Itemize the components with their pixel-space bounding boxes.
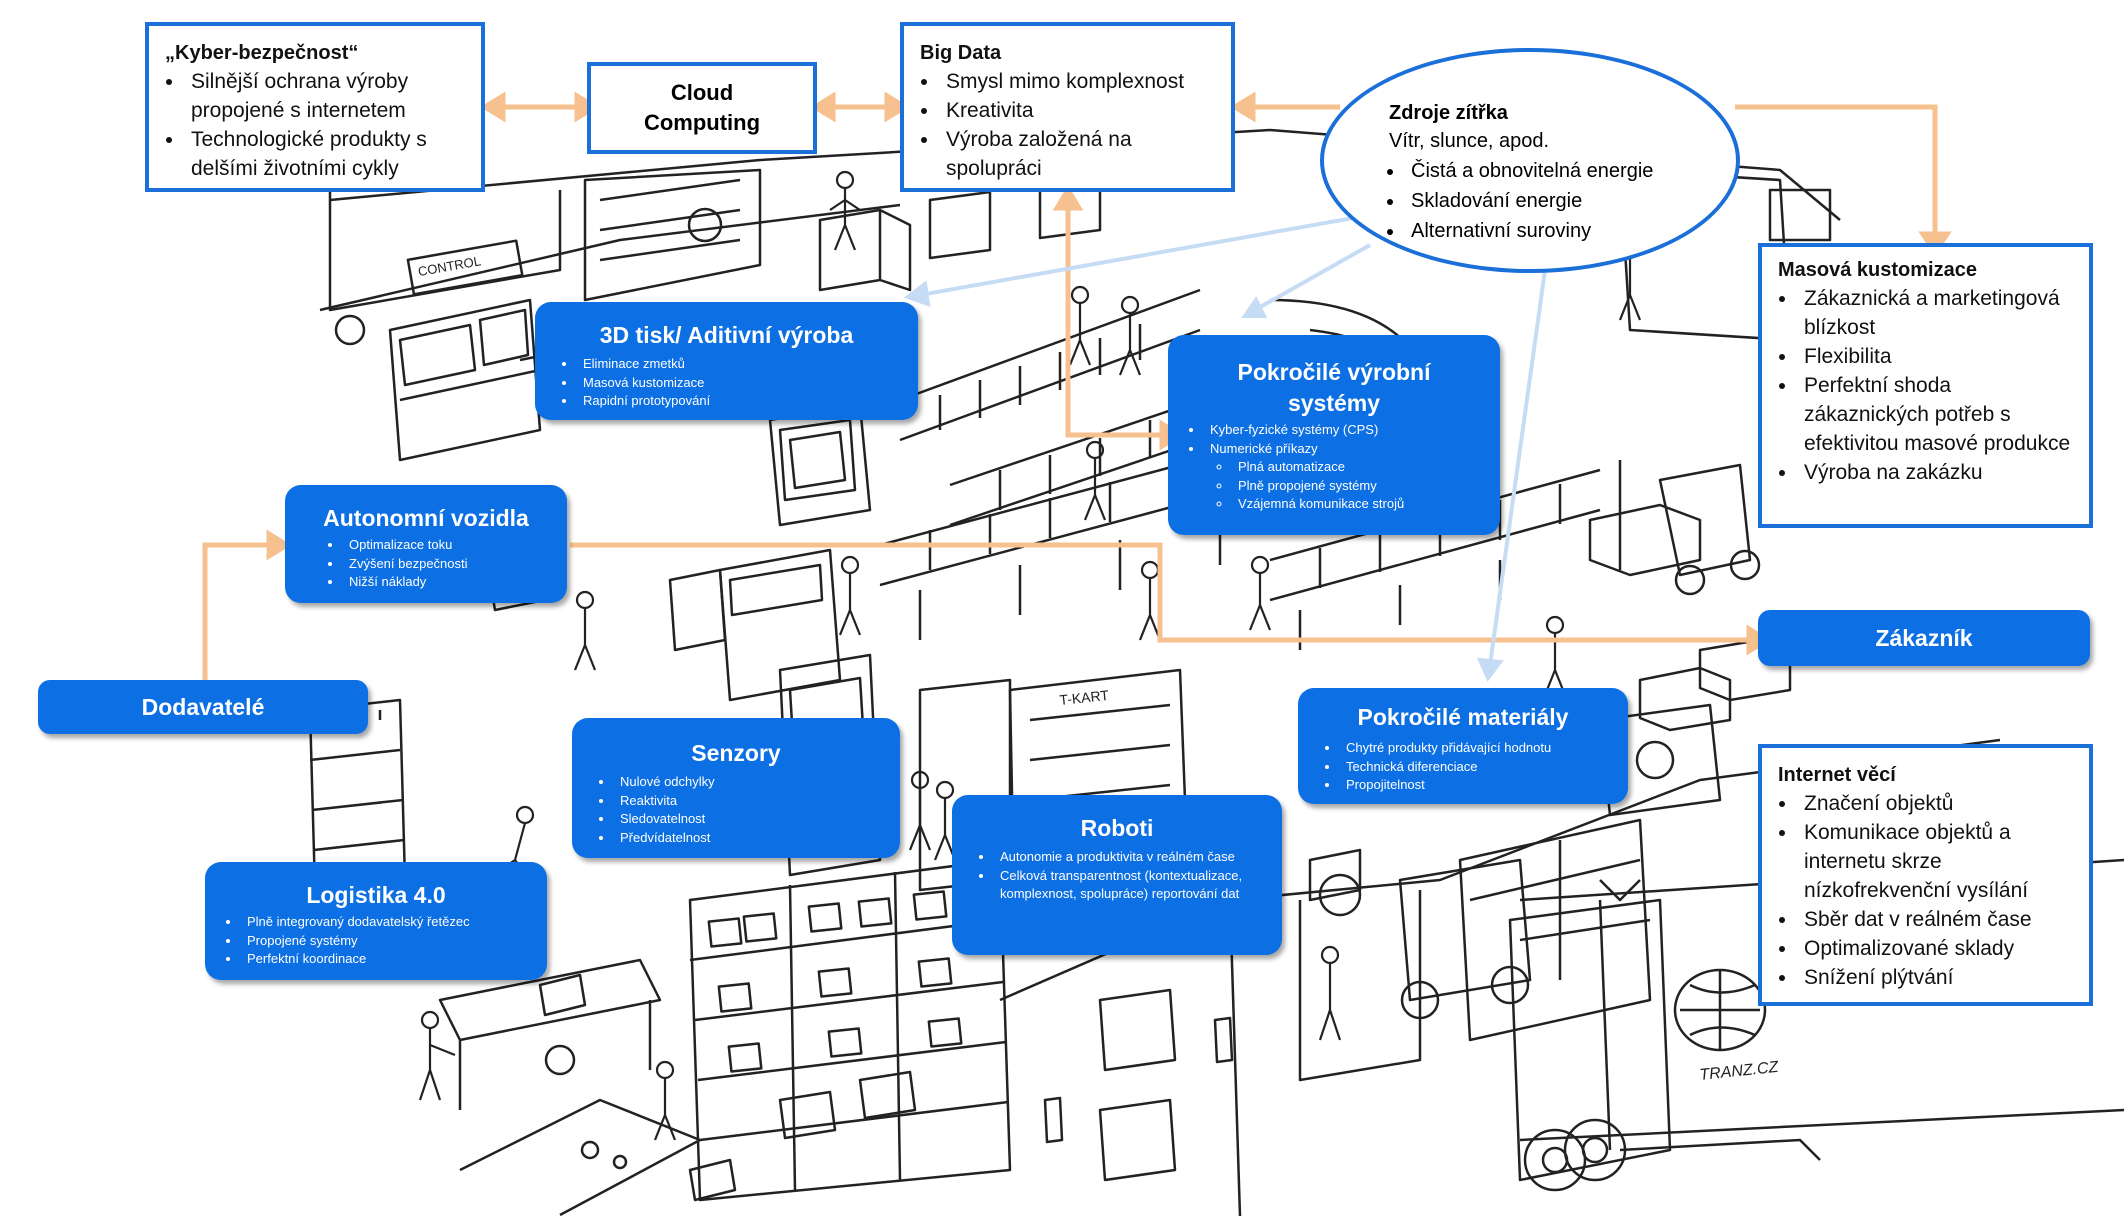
logistics-item: Perfektní koordinace [241, 950, 533, 969]
3d-printing-title: 3D tisk/ Aditivní výroba [599, 322, 854, 348]
internet-of-things-item: Snížení plýtvání [1798, 963, 2081, 992]
cyber-security-box: „Kyber-bezpečnost“ Silnější ochrana výro… [145, 22, 485, 192]
cyber-security-title: „Kyber-bezpečnost“ [165, 42, 359, 64]
advanced-manufacturing-item: Kyber-fyzické systémy (CPS) [1204, 421, 1486, 440]
robots-item: Autonomie a produktivita v reálném čase [994, 848, 1268, 867]
future-resources-item: Skladování energie [1405, 186, 1653, 216]
internet-of-things-item: Optimalizované sklady [1798, 934, 2081, 963]
mass-customization-item: Flexibilita [1798, 342, 2079, 371]
cloud-computing-box: Cloud Computing [587, 62, 817, 154]
suppliers-label: Dodavatelé [38, 680, 368, 734]
robots-box: Roboti Autonomie a produktivita v reálné… [952, 795, 1282, 955]
advanced-manufacturing-subitem: Plně propojené systémy [1232, 477, 1486, 496]
big-data-item: Výroba založená na spolupráci [940, 125, 1221, 183]
cloud-line2: Computing [643, 110, 761, 135]
mass-customization-item: Výroba na zakázku [1798, 458, 2079, 487]
mass-customization-title: Masová kustomizace [1778, 259, 1977, 281]
advanced-manufacturing-item: Numerické příkazy Plná automatizace Plně… [1204, 440, 1486, 514]
future-resources-ellipse: Zdroje zítřka Vítr, slunce, apod. Čistá … [1320, 48, 1740, 273]
autonomous-vehicles-title: Autonomní vozidla [323, 505, 529, 531]
advanced-manufacturing-subitem: Vzájemná komunikace strojů [1232, 495, 1486, 514]
board-label: T-KART [1059, 687, 1110, 708]
logistics-item: Plně integrovaný dodavatelský řetězec [241, 913, 533, 932]
internet-of-things-item: Komunikace objektů a internetu skrze níz… [1798, 818, 2081, 905]
autonomous-vehicles-box: Autonomní vozidla Optimalizace toku Zvýš… [285, 485, 567, 603]
robots-title: Roboti [1080, 815, 1154, 841]
autonomous-vehicles-item: Nižší náklady [343, 573, 553, 592]
big-data-title: Big Data [920, 42, 1002, 64]
autonomous-vehicles-item: Optimalizace toku [343, 536, 553, 555]
robots-item: Celková transparentnost (kontextualizace… [994, 867, 1268, 904]
big-data-item: Kreativita [940, 96, 1221, 125]
cyber-security-item: Silnější ochrana výroby propojené s inte… [185, 67, 467, 125]
big-data-item: Smysl mimo komplexnost [940, 67, 1221, 96]
advanced-manufacturing-item-label: Numerické příkazy [1210, 440, 1318, 456]
advanced-manufacturing-subitem: Plná automatizace [1232, 458, 1486, 477]
advanced-manufacturing-title-2: systémy [1287, 390, 1381, 416]
customer-label: Zákazník [1758, 610, 2090, 666]
internet-of-things-title: Internet věcí [1778, 764, 1896, 786]
logistics-title: Logistika 4.0 [306, 882, 446, 908]
advanced-manufacturing-box: Pokročilé výrobní systémy Kyber-fyzické … [1168, 335, 1500, 535]
logistics-item: Propojené systémy [241, 932, 533, 951]
mass-customization-item: Zákaznická a marketingová blízkost [1798, 284, 2079, 342]
sensors-item: Reaktivita [614, 792, 886, 811]
3d-printing-item: Masová kustomizace [577, 374, 904, 393]
mass-customization-box: Masová kustomizace Zákaznická a marketin… [1758, 243, 2093, 528]
advanced-materials-item: Propojitelnost [1340, 776, 1614, 795]
advanced-materials-item: Chytré produkty přidávající hodnotu [1340, 739, 1614, 758]
sensors-title: Senzory [691, 740, 781, 766]
truck-logo: TRANZ.CZ [1699, 1059, 1781, 1084]
internet-of-things-box: Internet věcí Značení objektů Komunikace… [1758, 744, 2093, 1006]
cloud-line1: Cloud [670, 80, 734, 105]
internet-of-things-item: Sběr dat v reálném čase [1798, 905, 2081, 934]
future-resources-subtitle: Vítr, slunce, apod. [1389, 130, 1550, 152]
future-resources-item: Čistá a obnovitelná energie [1405, 156, 1653, 186]
cyber-security-item: Technologické produkty s delšími životní… [185, 125, 467, 183]
sensors-item: Nulové odchylky [614, 773, 886, 792]
future-resources-item: Alternativní suroviny [1405, 216, 1653, 246]
sensors-item: Sledovatelnost [614, 810, 886, 829]
future-resources-title: Zdroje zítřka [1389, 102, 1508, 124]
sensors-box: Senzory Nulové odchylky Reaktivita Sledo… [572, 718, 900, 858]
advanced-materials-title: Pokročilé materiály [1357, 704, 1569, 730]
3d-printing-item: Rapidní prototypování [577, 392, 904, 411]
sensors-item: Předvídatelnost [614, 829, 886, 848]
internet-of-things-item: Značení objektů [1798, 789, 2081, 818]
3d-printing-box: 3D tisk/ Aditivní výroba Eliminace zmetk… [535, 302, 918, 420]
3d-printing-item: Eliminace zmetků [577, 355, 904, 374]
autonomous-vehicles-item: Zvýšení bezpečnosti [343, 555, 553, 574]
advanced-materials-item: Technická diferenciace [1340, 758, 1614, 777]
advanced-materials-box: Pokročilé materiály Chytré produkty přid… [1298, 688, 1628, 804]
advanced-manufacturing-title-1: Pokročilé výrobní [1237, 359, 1431, 385]
logistics-box: Logistika 4.0 Plně integrovaný dodavatel… [205, 862, 547, 980]
mass-customization-item: Perfektní shoda zákaznických potřeb s ef… [1798, 371, 2079, 458]
big-data-box: Big Data Smysl mimo komplexnost Kreativi… [900, 22, 1235, 192]
